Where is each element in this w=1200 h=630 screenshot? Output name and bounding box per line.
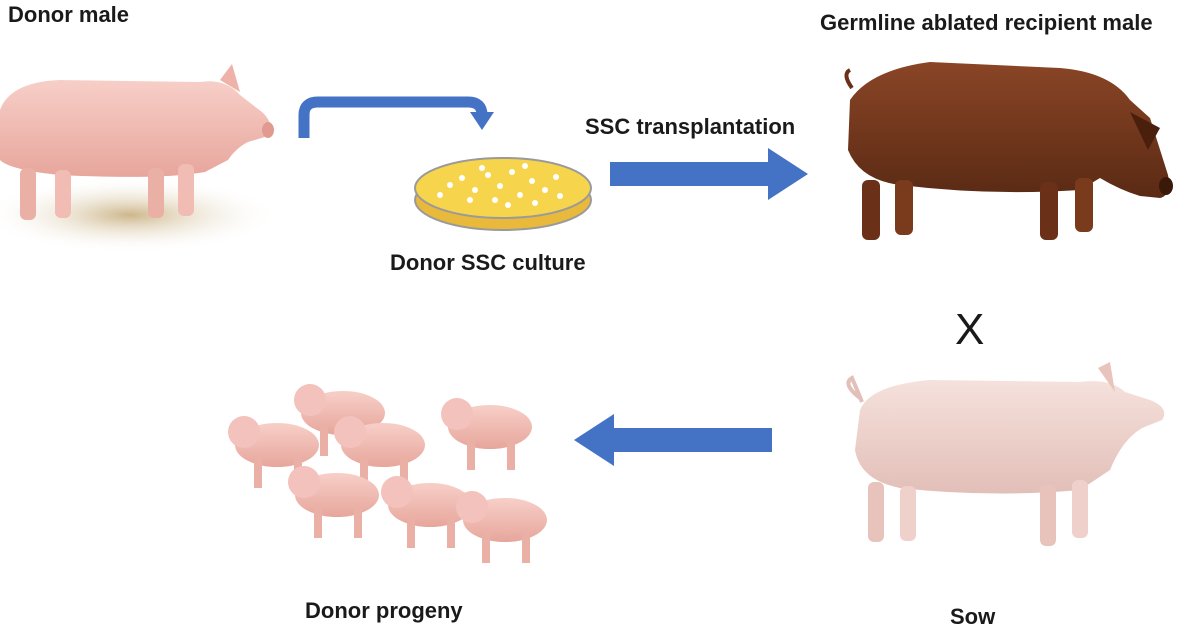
ssc-transplantation-label: SSC transplantation <box>585 114 796 139</box>
right-arrow-icon <box>610 148 808 200</box>
curved-arrow-icon <box>298 96 494 138</box>
cross-symbol: X <box>955 305 985 354</box>
piglet <box>334 416 425 488</box>
piglet-group-icon <box>228 384 547 563</box>
donor-progeny-label: Donor progeny <box>305 598 463 623</box>
sow-label: Sow <box>950 604 996 629</box>
piglet <box>456 491 547 563</box>
pink-boar-icon <box>0 64 280 253</box>
recipient-male-label: Germline ablated recipient male <box>820 10 1153 35</box>
brown-boar-icon <box>844 62 1173 240</box>
piglet <box>381 476 472 548</box>
left-arrow-icon <box>574 414 772 466</box>
donor-male-label: Donor male <box>8 2 130 27</box>
piglet <box>441 398 532 470</box>
white-sow-icon <box>846 362 1165 546</box>
ssc-culture-label: Donor SSC culture <box>390 250 586 275</box>
piglet <box>288 466 379 538</box>
piglet <box>228 416 319 488</box>
petri-dish-icon <box>414 157 592 231</box>
